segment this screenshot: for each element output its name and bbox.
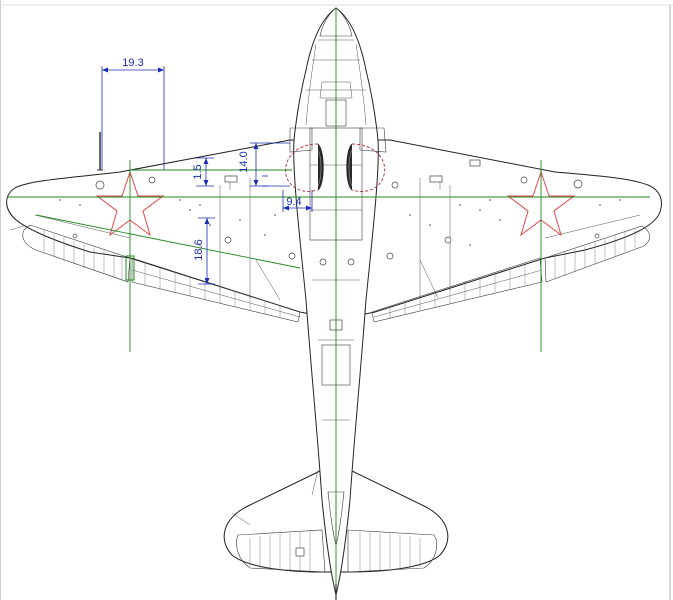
- right-aileron-ribs: [554, 229, 636, 279]
- dimension-label-14-0: 14.0: [238, 151, 250, 172]
- wing-hatches: [72, 132, 600, 260]
- left-flap-ribs: [131, 262, 301, 318]
- dimension-label-19-3: 19.3: [122, 57, 143, 69]
- dimension-14-0: 14.0: [238, 142, 290, 187]
- dimension-annotations: 19.3 1.5 14.0 9.4: [101, 57, 313, 285]
- dimension-label-1-5: 1.5: [192, 164, 204, 179]
- right-flap-ribs: [373, 262, 543, 318]
- dimension-19-3: 19.3: [101, 57, 165, 170]
- wheel-wells: [285, 143, 386, 192]
- dimension-9-4: 9.4: [282, 190, 313, 212]
- reference-lines: [8, 8, 650, 600]
- dimension-label-9-4: 9.4: [286, 196, 301, 208]
- dimension-label-18-6: 18.6: [193, 239, 205, 260]
- wing-rivets: [59, 199, 621, 246]
- elevator-ribs: [249, 531, 421, 571]
- left-aileron-ribs: [43, 230, 123, 280]
- dimension-1-5: 1.5: [192, 157, 214, 187]
- dimension-18-6: 18.6: [193, 217, 215, 285]
